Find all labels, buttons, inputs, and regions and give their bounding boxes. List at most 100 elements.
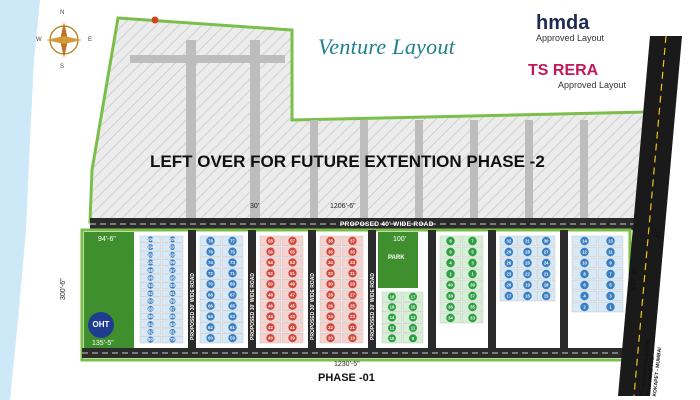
plot-number: 70 <box>208 282 213 287</box>
plot-number: 98 <box>148 268 153 273</box>
plot-number: 13 <box>608 239 613 244</box>
plot-number: 36 <box>448 305 453 310</box>
plot-number: 55 <box>290 249 295 254</box>
plot-marker <box>348 312 357 321</box>
plot-marker <box>169 290 176 297</box>
plot-marker <box>147 328 154 335</box>
plot-marker <box>228 269 237 278</box>
plot-number: 104 <box>147 245 155 250</box>
plot-marker <box>147 282 154 289</box>
plot-marker <box>169 282 176 289</box>
plot-marker <box>446 247 455 257</box>
plot-marker <box>409 334 417 343</box>
plot-marker <box>523 258 532 268</box>
plot-number: 35 <box>470 305 475 310</box>
plot-number: 12 <box>390 326 395 331</box>
plot-number: 29 <box>350 282 355 287</box>
plot-marker <box>288 301 297 310</box>
plot-marker <box>147 305 154 312</box>
plot-number: 39 <box>470 283 475 288</box>
plot-marker <box>326 269 335 278</box>
plot-number: 37 <box>470 294 475 299</box>
compass-n: N <box>60 10 65 16</box>
phase1-label: PHASE -01 <box>318 372 375 384</box>
plot-marker <box>468 302 477 312</box>
plot-marker <box>326 279 335 289</box>
plot-number: 34 <box>448 316 453 321</box>
plot-marker <box>206 323 215 332</box>
plot-number: 87 <box>170 306 175 311</box>
road-label-3: PROPOSED 30' WIDE ROAD <box>310 272 316 340</box>
plot-number: 5 <box>471 250 474 255</box>
plot-number: 56 <box>268 249 273 254</box>
plot-number: 26 <box>506 261 511 266</box>
plot-marker <box>606 302 615 312</box>
plot-number: 30 <box>544 239 549 244</box>
plot-marker <box>388 303 396 312</box>
plot-number: 33 <box>470 316 475 321</box>
rera-subtitle: Approved Layout <box>558 80 627 90</box>
plot-number: 11 <box>608 250 613 255</box>
phase1-internal-roads <box>188 230 568 350</box>
plot-number: 51 <box>290 271 295 276</box>
plot-number: 16 <box>525 294 530 299</box>
plot-marker <box>580 247 589 257</box>
rera-logo: TS RERA Approved Layout <box>528 62 628 90</box>
plot-number: 9 <box>412 336 415 341</box>
plot-number: 16 <box>390 305 395 310</box>
plot-number: 33 <box>350 260 355 265</box>
plot-marker <box>206 247 215 256</box>
plot-number: 63 <box>230 314 235 319</box>
plot-number: 6 <box>583 283 586 288</box>
plot-number: 19 <box>350 336 355 341</box>
plot-marker <box>228 301 237 310</box>
plot-marker <box>169 328 176 335</box>
marker-dot <box>151 16 159 24</box>
plot-number: 25 <box>525 261 530 266</box>
dim-1355: 135'-5" <box>92 340 114 347</box>
plot-marker <box>523 236 532 246</box>
plot-number: 26 <box>328 303 333 308</box>
plot-marker <box>348 290 357 300</box>
hmda-subtitle: Approved Layout <box>536 33 605 43</box>
plot-marker <box>326 247 335 256</box>
road-label-2: PROPOSED 30' WIDE ROAD <box>250 272 256 340</box>
plot-number: 45 <box>290 303 295 308</box>
plot-number: 86 <box>148 314 153 319</box>
plot-number: 71 <box>230 271 235 276</box>
plot-marker <box>504 280 514 290</box>
plot-number: 10 <box>390 336 395 341</box>
plot-marker <box>288 323 297 332</box>
park-area <box>378 232 418 288</box>
plot-number: 73 <box>230 260 235 265</box>
water-area <box>0 0 40 400</box>
plot-marker <box>504 291 514 301</box>
plot-marker <box>606 269 615 279</box>
plot-marker <box>409 292 417 301</box>
plot-marker <box>541 247 551 257</box>
plot-marker <box>523 269 532 279</box>
compass-rose <box>46 22 82 58</box>
compass-s: S <box>60 64 65 70</box>
rera-brand: TS RERA <box>528 62 599 79</box>
plot-number: 66 <box>208 303 213 308</box>
plot-marker <box>169 274 176 281</box>
plot-number: 28 <box>525 250 530 255</box>
plot-marker <box>206 312 215 321</box>
plot-marker <box>580 291 589 301</box>
plot-number: 57 <box>290 239 295 244</box>
plot-number: 14 <box>582 239 587 244</box>
plot-number: 88 <box>148 306 153 311</box>
plot-marker <box>348 247 357 256</box>
plot-number: 90 <box>148 299 153 304</box>
plot-marker <box>446 269 455 279</box>
plot-number: 48 <box>268 293 273 298</box>
plot-marker <box>541 236 551 246</box>
plot-number: 81 <box>170 330 175 335</box>
plot-number: 1 <box>471 272 474 277</box>
plot-number: 47 <box>290 293 295 298</box>
plot-marker <box>228 290 237 300</box>
future-phase-label: LEFT OVER FOR FUTURE EXTENTION PHASE -2 <box>150 152 545 171</box>
plot-number: 21 <box>544 272 549 277</box>
